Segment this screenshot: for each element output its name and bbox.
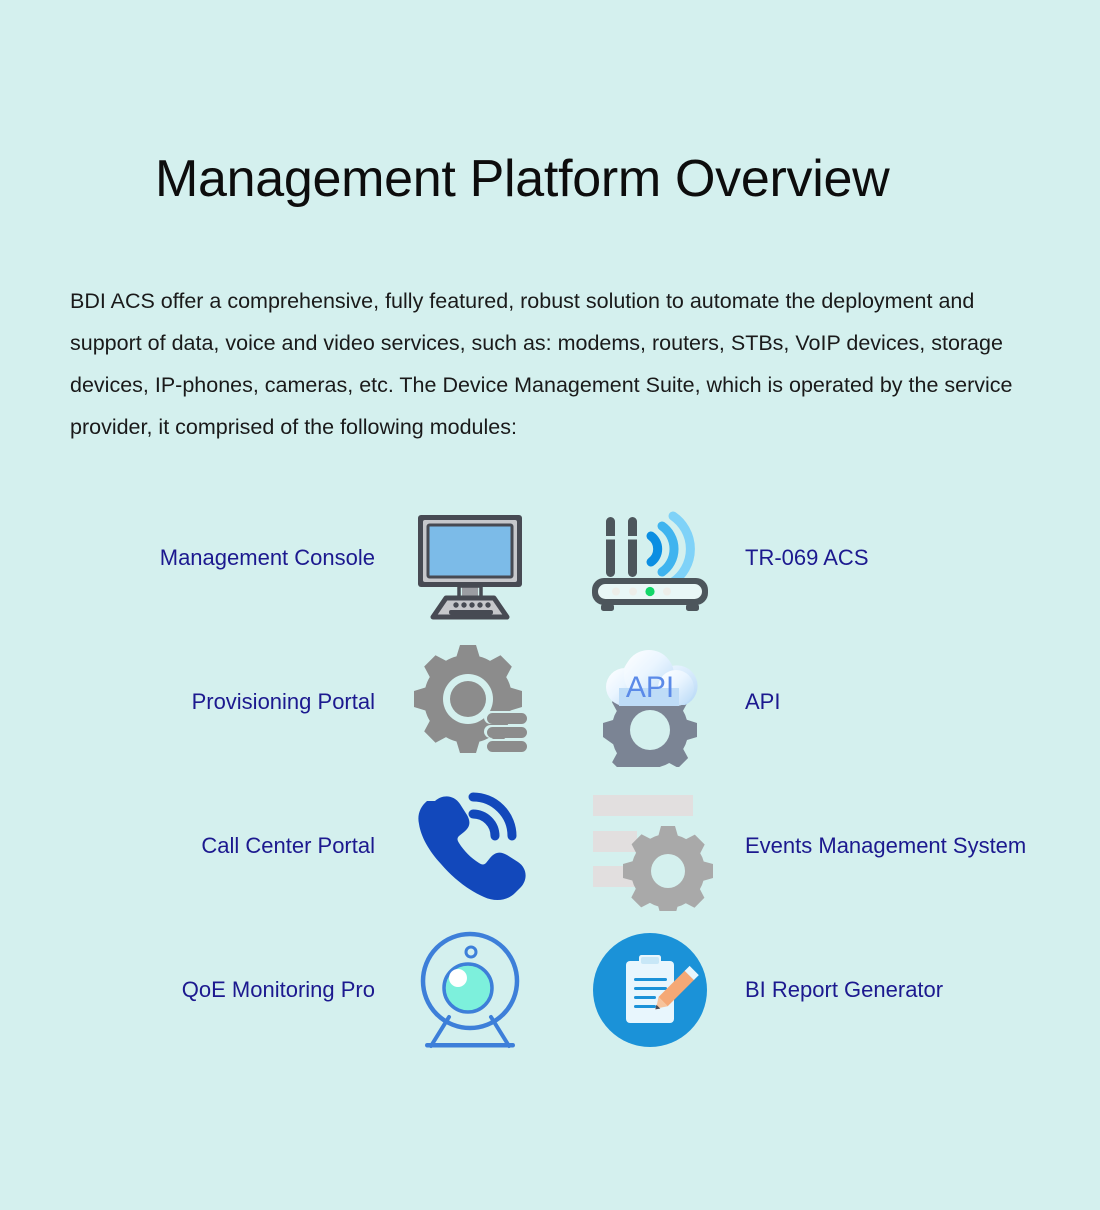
module-label: Provisioning Portal	[191, 689, 375, 714]
module-provisioning-portal[interactable]: Provisioning Portal	[120, 630, 535, 774]
module-row: Provisioning Portal	[0, 630, 1100, 774]
module-row: Call Center Portal	[0, 774, 1100, 918]
desktop-computer-icon	[405, 493, 535, 623]
module-tr069-acs[interactable]: TR-069 ACS	[585, 486, 1080, 630]
page-title: Management Platform Overview	[155, 149, 890, 208]
module-label: Events Management System	[745, 833, 1027, 858]
module-management-console[interactable]: Management Console	[120, 486, 535, 630]
module-row: Management Console	[0, 486, 1100, 630]
cloud-api-gear-icon: API	[585, 637, 715, 767]
list-gear-icon	[585, 781, 715, 911]
module-row: QoE Monitoring Pro	[0, 918, 1100, 1062]
modules-grid: Management Console	[0, 486, 1100, 1062]
module-label: BI Report Generator	[745, 977, 944, 1002]
module-call-center-portal[interactable]: Call Center Portal	[120, 774, 535, 918]
intro-paragraph: BDI ACS offer a comprehensive, fully fea…	[70, 288, 1013, 439]
api-glyph-text: API	[626, 671, 674, 704]
phone-ringing-icon	[405, 781, 535, 911]
module-label: QoE Monitoring Pro	[181, 977, 375, 1002]
module-label: Call Center Portal	[201, 833, 375, 858]
clipboard-pencil-icon	[585, 925, 715, 1055]
module-label: API	[745, 689, 781, 714]
module-bi-report-generator[interactable]: BI Report Generator	[585, 918, 1080, 1062]
module-label: TR-069 ACS	[745, 545, 869, 570]
webcam-icon	[405, 925, 535, 1055]
gear-database-icon	[405, 637, 535, 767]
module-label: Management Console	[159, 545, 375, 570]
module-api[interactable]: API API	[585, 630, 1080, 774]
wifi-router-icon	[585, 493, 715, 623]
module-events-management-system[interactable]: Events Management System	[585, 774, 1080, 918]
module-qoe-monitoring-pro[interactable]: QoE Monitoring Pro	[120, 918, 535, 1062]
